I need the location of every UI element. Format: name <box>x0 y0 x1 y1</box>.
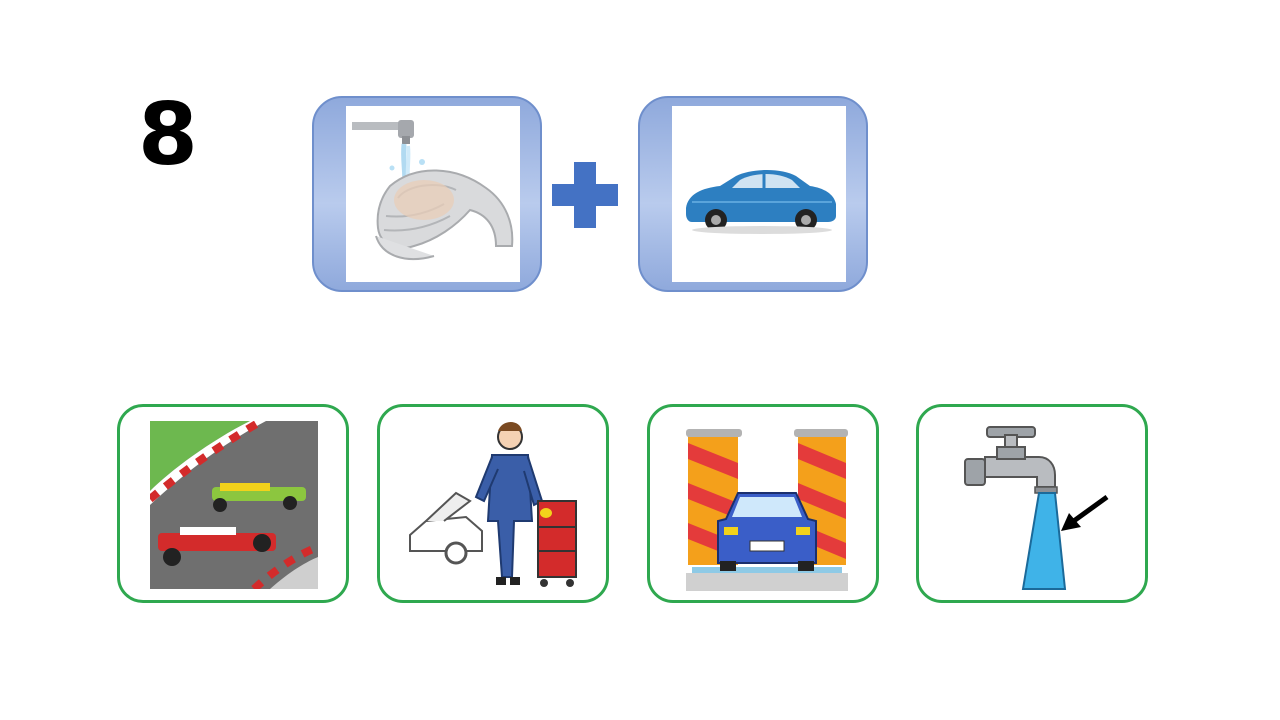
clue-card-hand-washing <box>312 96 542 292</box>
clue-image-frame <box>672 106 846 282</box>
car-wash-icon <box>686 429 848 591</box>
option-race-cars[interactable] <box>117 404 349 603</box>
blue-car-icon <box>686 170 836 234</box>
race-cars-icon <box>150 421 318 589</box>
option-car-wash[interactable] <box>647 404 879 603</box>
water-tap-icon <box>964 426 1109 590</box>
mechanic-icon <box>409 422 577 587</box>
hand-washing-icon <box>352 120 514 261</box>
plus-icon <box>552 162 618 228</box>
clue-card-car <box>638 96 868 292</box>
option-mechanic[interactable] <box>377 404 609 603</box>
clue-image-frame <box>346 106 520 282</box>
option-water-tap[interactable] <box>916 404 1148 603</box>
puzzle-number: 8 <box>138 85 198 185</box>
